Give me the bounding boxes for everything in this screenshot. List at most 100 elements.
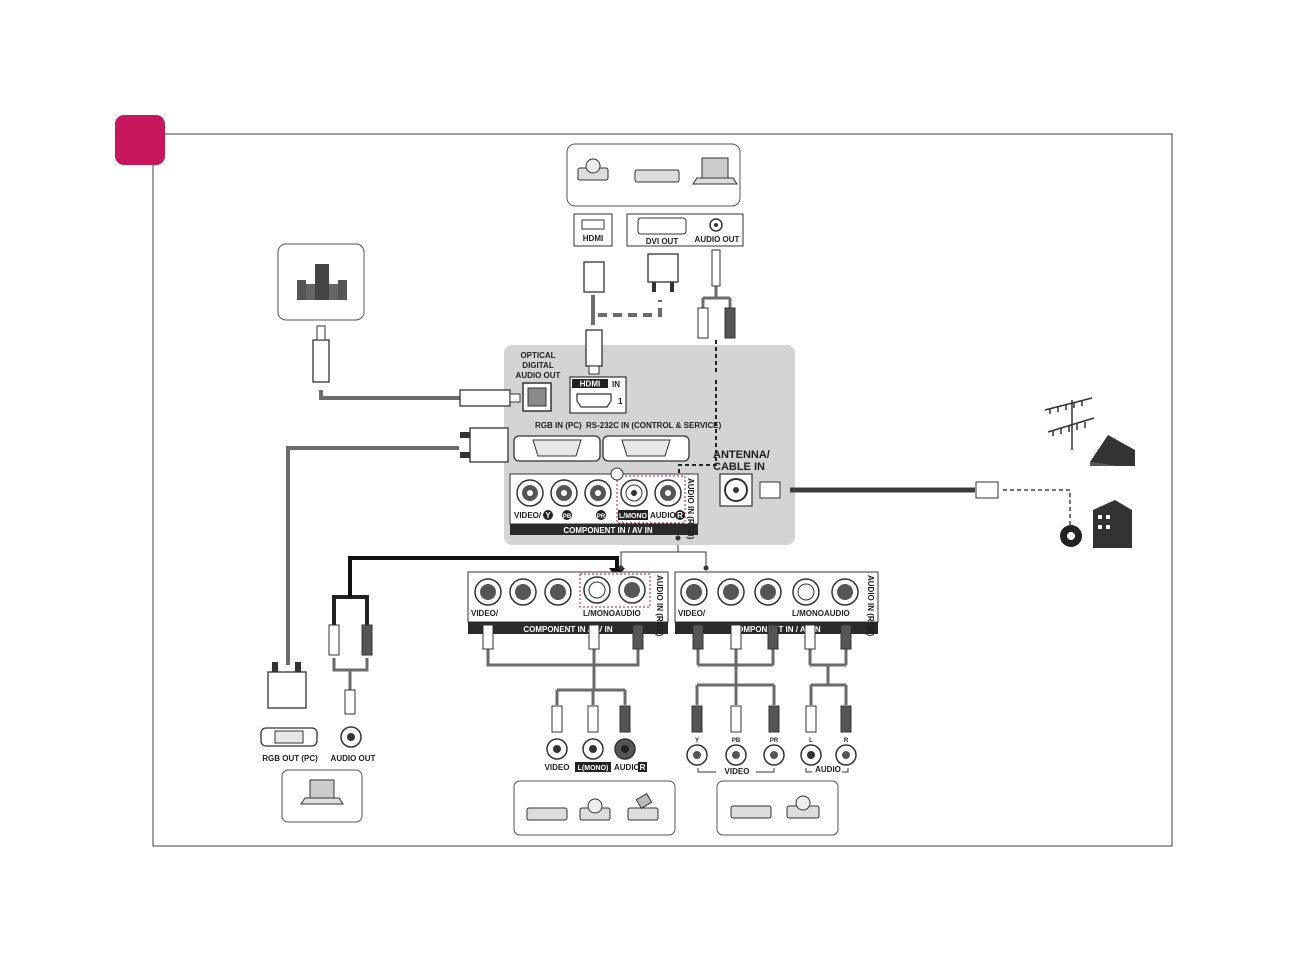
tv-connection-panel: OPTICAL DIGITAL AUDIO OUT HDMI IN 1 RGB … [504,345,795,545]
av-strip-audio-in: AUDIO IN (RGB) [655,575,664,637]
antenna-label-1: ANTENNA/ [713,449,770,461]
speaker-system-icon [297,264,347,300]
comp-device-label-video: VIDEO [725,767,750,776]
comp-device-jack-l[interactable] [800,744,822,766]
av-component-strip: COMPONENT IN / AV IN AUDIO IN (RGB) VIDE… [467,571,669,637]
panel-label-pr: PR [597,514,606,520]
comp-device-label-y: Y [695,738,699,744]
antenna-plug [759,481,999,499]
pc-audio-out-label: AUDIO OUT [331,754,376,763]
comp-device-label-pb: PB [732,738,741,744]
av-device-jack-l[interactable] [582,738,604,760]
pc-rgb-out-port[interactable] [260,727,318,747]
rgb-in-port[interactable] [513,435,601,462]
rgb-plug [267,427,509,709]
comp-device-jack-r[interactable] [835,744,857,766]
av-device-section: VIDEO L(MONO) AUDIO R [513,738,676,836]
house-icon [1090,435,1135,466]
comp-device-label-l: L [809,738,813,744]
av-device-jack-video[interactable] [546,738,568,760]
av-strip-label-lmono: L/MONO [583,609,615,618]
av-strip-jack-2[interactable] [509,578,537,606]
av-strip-label-audio: AUDIO [615,609,641,618]
hdmi-plug [583,261,605,375]
optical-port[interactable] [522,382,552,412]
panel-label-pb: PB [563,514,572,520]
comp-device-jack-pb[interactable] [725,744,747,766]
source-dvi-port[interactable]: DVI OUT [637,217,687,246]
comp-strip-jack-2[interactable] [717,578,745,606]
antenna-icon [1044,397,1095,450]
dvd-player-icon [577,158,609,181]
av-strip-title: COMPONENT IN / AV IN [523,625,613,634]
panel-jack-audio-l[interactable] [620,479,648,507]
optical-label-3: AUDIO OUT [516,371,561,380]
hdmi-in-port[interactable]: HDMI IN 1 [569,376,627,414]
comp-strip-jack-3[interactable] [754,578,782,606]
av-device-label-lmono: L(MONO) [578,765,609,772]
page-frame [152,133,1173,847]
rgb-in-label: RGB IN (PC) [535,421,582,430]
comp-strip-jack-5[interactable] [831,578,859,606]
av-strip-jack-4[interactable] [583,576,611,604]
panel-jack-pb[interactable] [550,479,578,507]
comp-device-label-pr: PR [770,738,779,744]
av-plugs [328,624,852,733]
laptop-icon [300,779,344,805]
set-top-box-icon [634,169,680,183]
av-device-label-video: VIDEO [545,763,570,772]
set-top-box-icon [526,807,568,821]
comp-strip-jack-4[interactable] [792,578,820,606]
source-hdmi-port[interactable]: HDMI [573,213,613,247]
pc-rgb-out-label: RGB OUT (PC) [262,754,318,763]
panel-label-lmono: L/MONO [619,513,648,520]
av-cables [486,648,848,705]
panel-jack-pr[interactable] [584,479,612,507]
pc-audio-out-port[interactable] [340,726,362,748]
panel-label-audio: AUDIO [650,511,676,520]
comp-strip-label-audio: AUDIO [824,609,850,618]
comp-device-section: Y PB PR L R VIDEO AUDIO [686,738,857,836]
comp-device-label-audio: AUDIO [815,765,841,774]
dvd-player-icon [579,798,611,821]
antenna-port[interactable] [719,473,753,507]
av-strip-jack-3[interactable] [544,578,572,606]
av-device-jack-r[interactable] [614,738,636,760]
av-strip-label-video: VIDEO/ [471,609,499,618]
section-marker [115,115,165,165]
source-audio-out-port[interactable]: AUDIO OUT [695,218,740,244]
panel-label-y: Y [545,511,551,520]
comp-strip-label-video: VIDEO/ [678,609,706,618]
av-strip-jack-5[interactable] [618,576,646,604]
av-device-label-audio: AUDIO [614,763,640,772]
hdmi-logo: HDMI [580,380,600,389]
comp-device-jack-y[interactable] [686,744,708,766]
panel-label-video: VIDEO/ [514,511,542,520]
strip-branch-line [620,545,707,568]
pc-output-section: RGB OUT (PC) AUDIO OUT [260,726,376,823]
rs232c-label: RS-232C IN (CONTROL & SERVICE) [586,421,722,430]
panel-component-title: COMPONENT IN / AV IN [563,526,653,535]
optical-label-1: OPTICAL [520,351,555,360]
panel-jack-audio-r[interactable] [654,479,682,507]
speaker-system-box [277,243,365,321]
antenna-label-2: CABLE IN [713,461,765,473]
dvd-player-icon [786,795,820,819]
laptop-icon [692,157,738,185]
optical-plug [312,325,521,407]
comp-device-label-r: R [844,738,849,744]
av-strip-jack-1[interactable] [474,578,502,606]
panel-audio-in-rgb: AUDIO IN (RGB) [686,478,695,540]
av-device-label-r: R [640,763,646,772]
rca-plugs-top [697,249,736,339]
dashed-links [598,300,1071,532]
rs232c-port[interactable] [602,435,690,462]
comp-device-jack-pr[interactable] [763,744,785,766]
comp-strip-audio-in: AUDIO IN (RGB) [866,575,875,637]
panel-jack-video-y[interactable] [516,479,544,507]
top-source-devices: HDMI DVI OUT AUDIO OUT [566,143,744,247]
set-top-box-icon [730,805,772,819]
building-icon [1093,500,1132,548]
comp-strip-jack-1[interactable] [680,578,708,606]
